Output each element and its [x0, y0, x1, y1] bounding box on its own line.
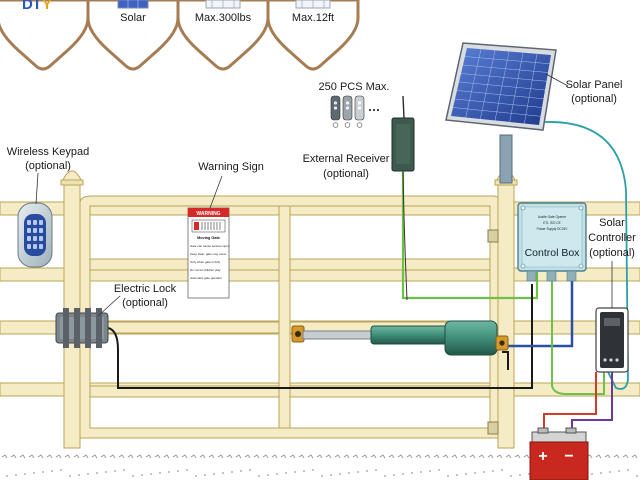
electric-lock-sublabel: (optional): [122, 297, 168, 309]
solar-controller: [595, 307, 629, 373]
solar-icon: [117, 0, 149, 9]
solar-controller-sublabel: Controller: [588, 232, 636, 244]
warning-sign: WARNING Moving Gate Gate can cause serio…: [187, 207, 230, 299]
wireless-keypad-label: Wireless Keypad: [7, 146, 90, 158]
warning-sign-line: Do not let children play: [190, 268, 221, 272]
wire-receiver-green: [401, 171, 539, 300]
solar-panel-leader: [545, 73, 569, 87]
svg-text:D: D: [22, 0, 33, 13]
badge-diy: D I Y: [0, 0, 90, 71]
warning-sign-header: WARNING: [196, 211, 220, 217]
warning-sign-label: Warning Sign: [198, 161, 264, 173]
wire-actuator-black: [502, 351, 509, 370]
gate-hinges: [487, 229, 499, 435]
warning-sign-line: Only when gate is fully: [190, 260, 221, 264]
warning-sign-line: Gate can cause serious injury: [190, 244, 230, 248]
solar-panel-sublabel: (optional): [571, 93, 617, 105]
linear-actuator: [291, 320, 509, 356]
badge-solar: Solar: [86, 0, 180, 71]
external-receiver: [391, 95, 415, 172]
wire-battery-purple: [571, 372, 613, 432]
warning-sign-line: Automatic gate operator: [190, 276, 222, 280]
badge-weight-label: Max.300lbs: [195, 12, 252, 24]
electric-lock-leader: [97, 295, 121, 317]
badge-length-label: Max.12ft: [292, 12, 334, 24]
badge-solar-label: Solar: [120, 12, 146, 24]
battery-negative: −: [564, 448, 573, 465]
electric-lock-label: Electric Lock: [114, 283, 177, 295]
external-receiver-label: External Receiver: [303, 153, 390, 165]
warning-sign-subtitle: Moving Gate: [197, 236, 220, 240]
wire-battery-red: [543, 372, 597, 432]
solar-panel: [445, 42, 557, 184]
wire-solar-teal: [544, 121, 629, 390]
battery-positive: +: [538, 448, 547, 465]
solar-controller-optional: (optional): [589, 247, 635, 259]
electric-lock: [55, 308, 109, 348]
badge-length: Max.12ft: [266, 0, 360, 71]
battery: + −: [529, 427, 589, 480]
warning-sign-line: Keep clear, gate may move: [190, 252, 227, 256]
cable-glands: [526, 270, 577, 282]
remotes-label: 250 PCS Max.: [319, 81, 390, 93]
warning-sign-leader: [209, 175, 223, 209]
badge-weight: Max.300lbs: [176, 0, 270, 71]
weight-icon: [205, 0, 241, 9]
gate-post-right: [494, 170, 518, 449]
control-box: Aosite Gate Opener ETL ISO CE Power Supp…: [517, 202, 587, 282]
wireless-keypad-sublabel: (optional): [25, 160, 71, 172]
wire-controller-green: [551, 280, 605, 395]
length-icon: [295, 0, 331, 9]
control-box-plate-line1: Aosite Gate Opener: [538, 215, 567, 219]
wireless-keypad-leader: [35, 172, 39, 205]
feature-badges: D I Y Solar Max.300lbs: [0, 0, 360, 71]
wiring: [107, 121, 629, 432]
diy-icon: D I Y: [22, 0, 52, 13]
wire-actuator-blue: [506, 280, 574, 348]
control-box-plate-line2: ETL ISO CE: [543, 221, 560, 225]
ellipsis-dots: [368, 108, 380, 112]
solar-panel-label: Solar Panel: [566, 79, 623, 91]
wire-lock: [107, 284, 533, 389]
remote-icon: [330, 95, 341, 128]
wire-receiver-dark: [402, 171, 408, 301]
control-box-plate-line3: Power Supply DC24V: [537, 227, 569, 231]
warning-sign-pictogram: [191, 219, 226, 233]
remote-controls: [330, 95, 380, 128]
gate-frame: [79, 195, 501, 439]
svg-text:I: I: [35, 0, 39, 13]
wireless-keypad: [17, 202, 53, 268]
solar-controller-label: Solar: [599, 217, 625, 229]
remote-icon: [354, 95, 365, 128]
callout-labels: Solar Panel (optional) 250 PCS Max. Exte…: [7, 73, 636, 317]
remote-icon: [342, 95, 353, 128]
external-receiver-sublabel: (optional): [323, 168, 369, 180]
control-box-label: Control Box: [525, 247, 581, 259]
svg-text:Y: Y: [42, 0, 52, 13]
